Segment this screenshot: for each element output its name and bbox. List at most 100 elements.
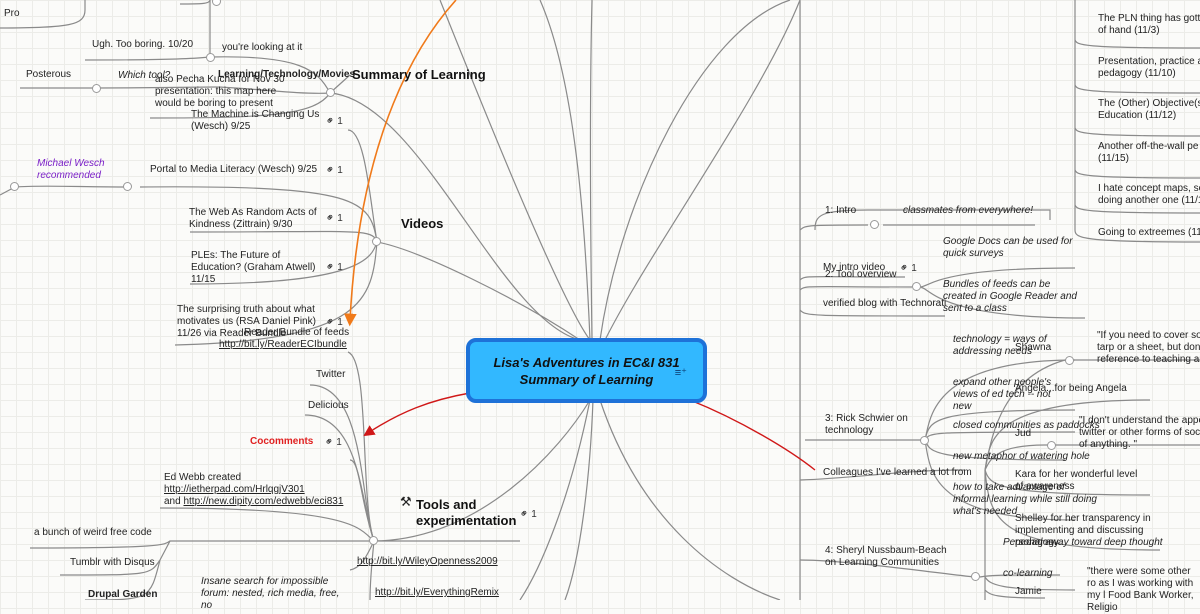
remix-url[interactable]: http://bit.ly/EverythingRemix: [375, 587, 499, 598]
central-title-line1: Lisa's Adventures in EC&I 831: [493, 354, 680, 370]
node-circle[interactable]: [92, 84, 101, 93]
nussbaum-note-colearning[interactable]: co-learning: [1003, 568, 1053, 579]
node-circle[interactable]: [372, 237, 381, 246]
insane-note[interactable]: Insane search for impossible forum: nest…: [201, 576, 340, 611]
tools-branch-label: Tools and experimentation: [416, 497, 517, 528]
node-circle[interactable]: [369, 536, 378, 545]
link-count[interactable]: ⚭1: [517, 506, 537, 522]
node-circle[interactable]: [1065, 356, 1074, 365]
colleague-shelley[interactable]: Shelley for her transparency in implemen…: [1015, 513, 1151, 548]
colleague-kara[interactable]: Kara for her wonderful level of awarenes…: [1015, 469, 1138, 492]
nussbaum-branch[interactable]: 4: Sheryl Nussbaum-Beach on Learning Com…: [825, 545, 947, 568]
colleague-angela[interactable]: Angela...for being Angela: [1015, 383, 1127, 394]
link-count-value: 1: [336, 437, 342, 448]
delicious-item[interactable]: Delicious: [308, 400, 349, 411]
reflection-item[interactable]: I hate concept maps, so doing another on…: [1098, 183, 1200, 206]
central-topic[interactable]: Lisa's Adventures in EC&I 831 Summary of…: [466, 338, 707, 403]
wesch-note[interactable]: Michael Wesch recommended: [37, 158, 105, 181]
colleague-shawna[interactable]: Shawna: [1015, 342, 1052, 353]
summary-branch[interactable]: Summary of Learning: [352, 67, 486, 82]
reader-bundle-item[interactable]: Reader Bundle of feeds: [244, 327, 350, 338]
reflection-item[interactable]: Another off-the-wall pe (11/15): [1098, 141, 1199, 164]
reflection-item[interactable]: Going to extreemes (11/: [1098, 227, 1200, 238]
wiley-url[interactable]: http://bit.ly/WileyOpenness2009: [357, 556, 498, 567]
too-boring-item[interactable]: Ugh. Too boring. 10/20: [92, 39, 194, 50]
tools-branch-line1[interactable]: Tools and experimentation: [416, 497, 526, 529]
colleague-jamie[interactable]: Jamie: [1015, 586, 1042, 597]
link-count[interactable]: ⚭1: [897, 260, 917, 275]
video-item-web[interactable]: The Web As Random Acts of Kindness (Zitt…: [189, 207, 317, 230]
reflection-item[interactable]: The PLN thing has gotte of hand (11/3): [1098, 13, 1200, 36]
ed-webb-url1[interactable]: http://ietherpad.com/HrlqgjV301: [164, 484, 305, 495]
ed-webb-item[interactable]: Ed Webb created: [164, 472, 242, 483]
link-icon: ⚭: [323, 210, 339, 226]
schwier-note-watering[interactable]: new metaphor of watering hole: [953, 451, 1090, 462]
tool-note-google-docs[interactable]: Google Docs can be used for quick survey…: [943, 236, 1073, 259]
video-item-rsa[interactable]: The surprising truth about what motivate…: [177, 304, 316, 339]
node-circle[interactable]: [870, 220, 879, 229]
link-icon: ⚭: [323, 113, 339, 129]
tool-note-bundles[interactable]: Bundles of feeds can be created in Googl…: [943, 279, 1077, 314]
drupal-item[interactable]: Drupal Garden: [88, 589, 158, 600]
videos-branch[interactable]: Videos: [401, 216, 444, 231]
link-count[interactable]: ⚭1: [323, 314, 343, 329]
colleagues-branch[interactable]: Colleagues I've learned a lot from: [823, 467, 972, 478]
link-count[interactable]: ⚭1: [323, 113, 343, 129]
tool-overview-branch[interactable]: 2: Tool overview: [825, 269, 897, 280]
bottom-quote[interactable]: "there were some other ro as I was worki…: [1087, 566, 1194, 613]
pro-label[interactable]: Pro: [4, 8, 20, 19]
link-count[interactable]: ⚭1: [323, 162, 343, 178]
reader-bundle-url[interactable]: http://bit.ly/ReaderECIbundle: [219, 339, 347, 350]
schwier-note-paddocks[interactable]: closed communities as paddocks: [953, 420, 1100, 431]
node-circle[interactable]: [912, 282, 921, 291]
schwier-branch[interactable]: 3: Rick Schwier on technology: [825, 413, 908, 436]
node-circle[interactable]: [971, 572, 980, 581]
cocomments-item[interactable]: Cocomments: [250, 436, 314, 447]
pecha-kucha-item[interactable]: also Pecha Kucha for Nov 30 presentation…: [155, 74, 285, 109]
ed-webb-url2[interactable]: http://new.dipity.com/edwebb/eci831: [183, 496, 344, 507]
colleague-jud[interactable]: Jud: [1015, 428, 1032, 439]
which-tool-note[interactable]: Which tool?: [118, 70, 171, 81]
node-circle[interactable]: [1047, 441, 1056, 450]
link-count-value: 1: [337, 262, 343, 273]
twitter-item[interactable]: Twitter: [316, 369, 346, 380]
node-circle[interactable]: [10, 182, 19, 191]
node-circle[interactable]: [206, 53, 215, 62]
shawna-quote[interactable]: "If you need to cover so tarp or a sheet…: [1097, 330, 1200, 365]
schwier-note-informal[interactable]: how to take advantage of informal learni…: [953, 482, 1097, 517]
link-count-value: 1: [337, 213, 343, 224]
node-circle[interactable]: [326, 88, 335, 97]
node-circle[interactable]: [920, 436, 929, 445]
link-icon: ⚭: [323, 162, 339, 178]
intro-video-item[interactable]: My intro video: [823, 262, 886, 273]
notes-icon[interactable]: ≡⁺: [674, 367, 687, 379]
link-count[interactable]: ⚭1: [322, 434, 342, 449]
nussbaum-note-deep[interactable]: Personal away toward deep thought: [1003, 537, 1163, 548]
ed-webb-and-text: and: [164, 496, 181, 507]
jud-quote[interactable]: "I don't understand the appe twitter or …: [1079, 415, 1200, 450]
node-circle[interactable]: [123, 182, 132, 191]
posterous-item[interactable]: Posterous: [26, 69, 72, 80]
youre-looking-item[interactable]: you're looking at it: [222, 42, 303, 53]
node-circle[interactable]: [212, 0, 221, 6]
verified-item[interactable]: verified blog with Technorati: [823, 298, 947, 309]
link-count[interactable]: ⚭1: [323, 259, 343, 274]
tumblr-item[interactable]: Tumblr with Disqus: [70, 557, 155, 568]
intro-branch[interactable]: 1: Intro: [825, 205, 857, 216]
ltm-item[interactable]: Learning/Technology/Movies: [218, 69, 356, 80]
reflection-item[interactable]: Presentation, practice a pedagogy (11/10…: [1098, 56, 1200, 79]
link-count[interactable]: ⚭1: [323, 210, 343, 226]
ed-webb-and: and http://new.dipity.com/edwebb/eci831: [164, 496, 343, 508]
link-count-value: 1: [911, 263, 917, 274]
schwier-note-needs[interactable]: technology = ways of addressing needs: [953, 334, 1047, 357]
video-item-portal[interactable]: Portal to Media Literacy (Wesch) 9/25: [150, 164, 318, 175]
link-count-value: 1: [337, 165, 343, 176]
hammer-icon: ⚒: [400, 494, 412, 509]
reflection-item[interactable]: The (Other) Objective(s Education (11/12…: [1098, 98, 1200, 121]
schwier-note-views[interactable]: expand other people's views of ed tech -…: [953, 377, 1052, 412]
link-icon: ⚭: [517, 506, 533, 522]
intro-note[interactable]: classmates from everywhere!: [903, 205, 1034, 216]
weird-code-item[interactable]: a bunch of weird free code: [34, 527, 152, 538]
video-item-ples[interactable]: PLEs: The Future of Education? (Graham A…: [191, 250, 316, 285]
video-item-machine[interactable]: The Machine is Changing Us (Wesch) 9/25: [191, 109, 320, 132]
